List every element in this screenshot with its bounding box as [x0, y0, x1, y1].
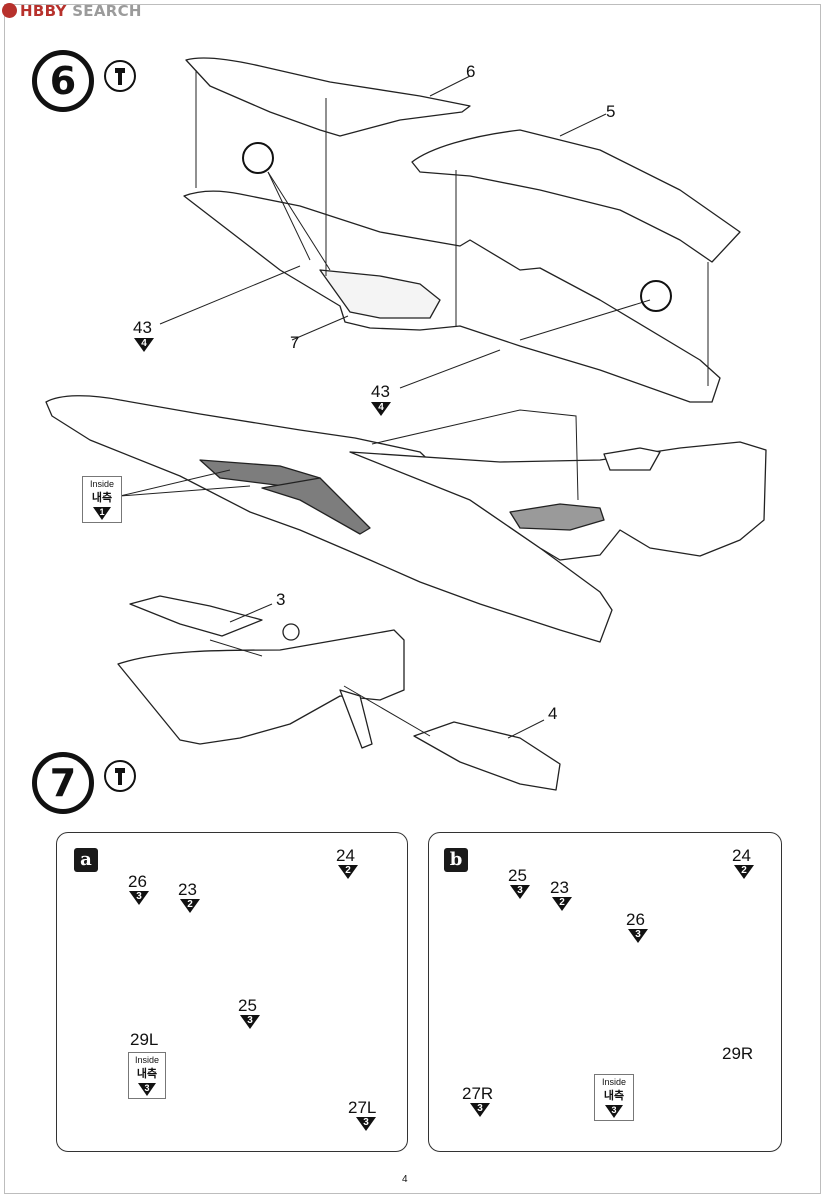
part-6-upper-wing-left — [185, 57, 471, 137]
inside-label-panel-a: Inside 내측 3 — [128, 1052, 166, 1099]
part-label-43-left: 43 — [133, 318, 152, 337]
part-7-lower-wing — [183, 190, 721, 403]
brand-prefix: H — [20, 2, 33, 20]
part-badge-a-24: 2 — [338, 865, 358, 879]
part-label-a-25: 25 — [238, 996, 257, 1015]
cement-locator-icon — [242, 142, 274, 174]
step-6-number: 6 — [32, 50, 94, 112]
intake-scoop — [603, 447, 661, 471]
part-label-b-26: 26 — [626, 910, 645, 929]
brand-main: BBY — [32, 2, 67, 20]
rear-fuselage — [117, 629, 405, 745]
page-frame — [4, 4, 821, 1194]
vertical-fin — [339, 689, 373, 749]
fuselage-wing-assembly — [45, 395, 613, 643]
part-badge-b-25: 3 — [510, 885, 530, 899]
part-label-29R: 29R — [722, 1044, 754, 1063]
inside-label-step6: Inside 내측 1 — [82, 476, 122, 523]
part-label-b-24: 24 — [732, 846, 751, 865]
part-label-b-25: 25 — [508, 866, 527, 885]
tailwheel — [282, 623, 300, 641]
part-5-upper-wing-right — [411, 129, 741, 263]
part-label-6: 6 — [466, 62, 476, 81]
part-badge-43-right: 4 — [371, 402, 391, 416]
part-badge-b-26: 3 — [628, 929, 648, 943]
part-label-3: 3 — [276, 590, 286, 609]
part-badge-27R: 3 — [470, 1103, 490, 1117]
cockpit-floor — [509, 503, 605, 531]
part-label-27R: 27R — [462, 1084, 494, 1103]
part-badge-43-left: 4 — [134, 338, 154, 352]
panel-b-letter: b — [444, 848, 468, 872]
part-label-5: 5 — [606, 102, 616, 121]
part-label-a-24: 24 — [336, 846, 355, 865]
step-7-panel-a — [56, 832, 408, 1152]
part-7-center-recess — [319, 269, 441, 319]
cement-locator-icon — [640, 280, 672, 312]
part-label-b-23: 23 — [550, 878, 569, 897]
part-label-29L: 29L — [130, 1030, 159, 1049]
part-badge-a-25: 3 — [240, 1015, 260, 1029]
part-badge-a-23: 2 — [180, 899, 200, 913]
part-label-4: 4 — [548, 704, 558, 723]
brand-suffix: SEARCH — [72, 2, 142, 20]
hobby-search-watermark: HBBY SEARCH — [2, 2, 142, 20]
glue-brush-icon — [104, 60, 136, 92]
part-label-7: 7 — [290, 333, 300, 352]
glue-brush-icon — [104, 760, 136, 792]
part-label-27L: 27L — [348, 1098, 377, 1117]
part-label-a-23: 23 — [178, 880, 197, 899]
wing-gear-bay-right — [261, 477, 371, 535]
inside-label-panel-b: Inside 내측 3 — [594, 1074, 634, 1121]
step-7-number: 7 — [32, 752, 94, 814]
panel-a-letter: a — [74, 848, 98, 872]
part-badge-a-26: 3 — [129, 891, 149, 905]
hobby-search-logo-icon — [2, 3, 17, 18]
part-label-43-right: 43 — [371, 382, 390, 401]
page-number: 4 — [402, 1174, 408, 1185]
part-4-horizontal-stab-right — [413, 721, 561, 791]
part-badge-b-23: 2 — [552, 897, 572, 911]
part-label-a-26: 26 — [128, 872, 147, 891]
part-badge-27L: 3 — [356, 1117, 376, 1131]
part-3-horizontal-stab-left — [129, 595, 263, 637]
part-badge-b-24: 2 — [734, 865, 754, 879]
